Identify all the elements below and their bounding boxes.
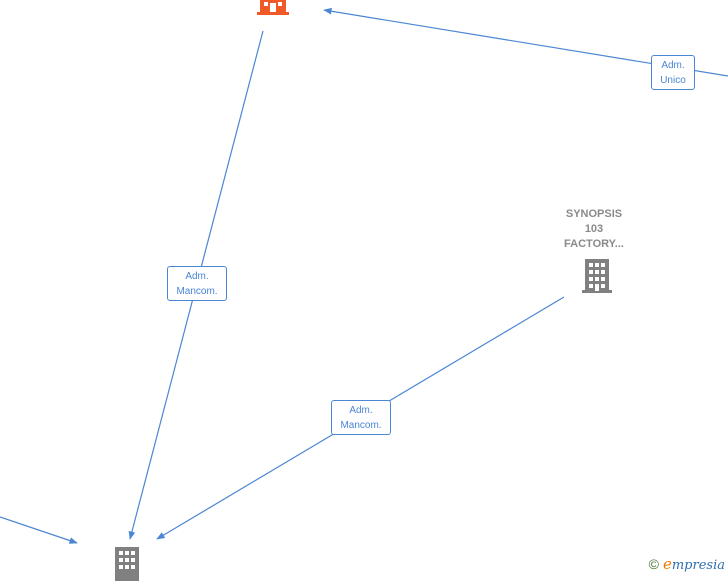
- edge-label-adm-mancom-2-line-2: Mancom.: [340, 420, 382, 431]
- edge-label-adm-mancom-2[interactable]: Adm. Mancom.: [331, 400, 391, 435]
- focus-company-building-icon[interactable]: [257, 0, 289, 16]
- empresia-watermark: © empresia: [649, 555, 725, 573]
- edge-offscreen-left[interactable]: [0, 516, 78, 544]
- bottom-company-building-icon[interactable]: [112, 547, 142, 581]
- empresia-logo-initial: e: [662, 555, 672, 573]
- synopsis-label-line-2: 103: [584, 223, 604, 235]
- edge-label-adm-mancom-1-line-2: Mancom.: [176, 286, 218, 297]
- edge-label-adm-unico-line-2: Unico: [660, 75, 686, 86]
- edge-label-adm-mancom-1[interactable]: Adm. Mancom.: [167, 266, 227, 301]
- edge-label-adm-unico[interactable]: Adm. Unico: [651, 55, 695, 90]
- synopsis-label-line-3: FACTORY...: [564, 238, 624, 250]
- edge-label-adm-mancom-2-line-1: Adm.: [349, 405, 373, 416]
- synopsis-building-icon[interactable]: [581, 259, 613, 293]
- empresia-logo: empresia: [663, 555, 725, 573]
- empresia-logo-rest: mpresia: [671, 558, 725, 573]
- synopsis-node-label: SYNOPSIS 103 FACTORY...: [544, 207, 644, 252]
- edge-label-adm-unico-line-1: Adm.: [661, 60, 685, 71]
- synopsis-label-line-1: SYNOPSIS: [565, 208, 623, 220]
- edge-label-adm-mancom-1-line-1: Adm.: [185, 271, 209, 282]
- copyright-icon: ©: [648, 556, 659, 572]
